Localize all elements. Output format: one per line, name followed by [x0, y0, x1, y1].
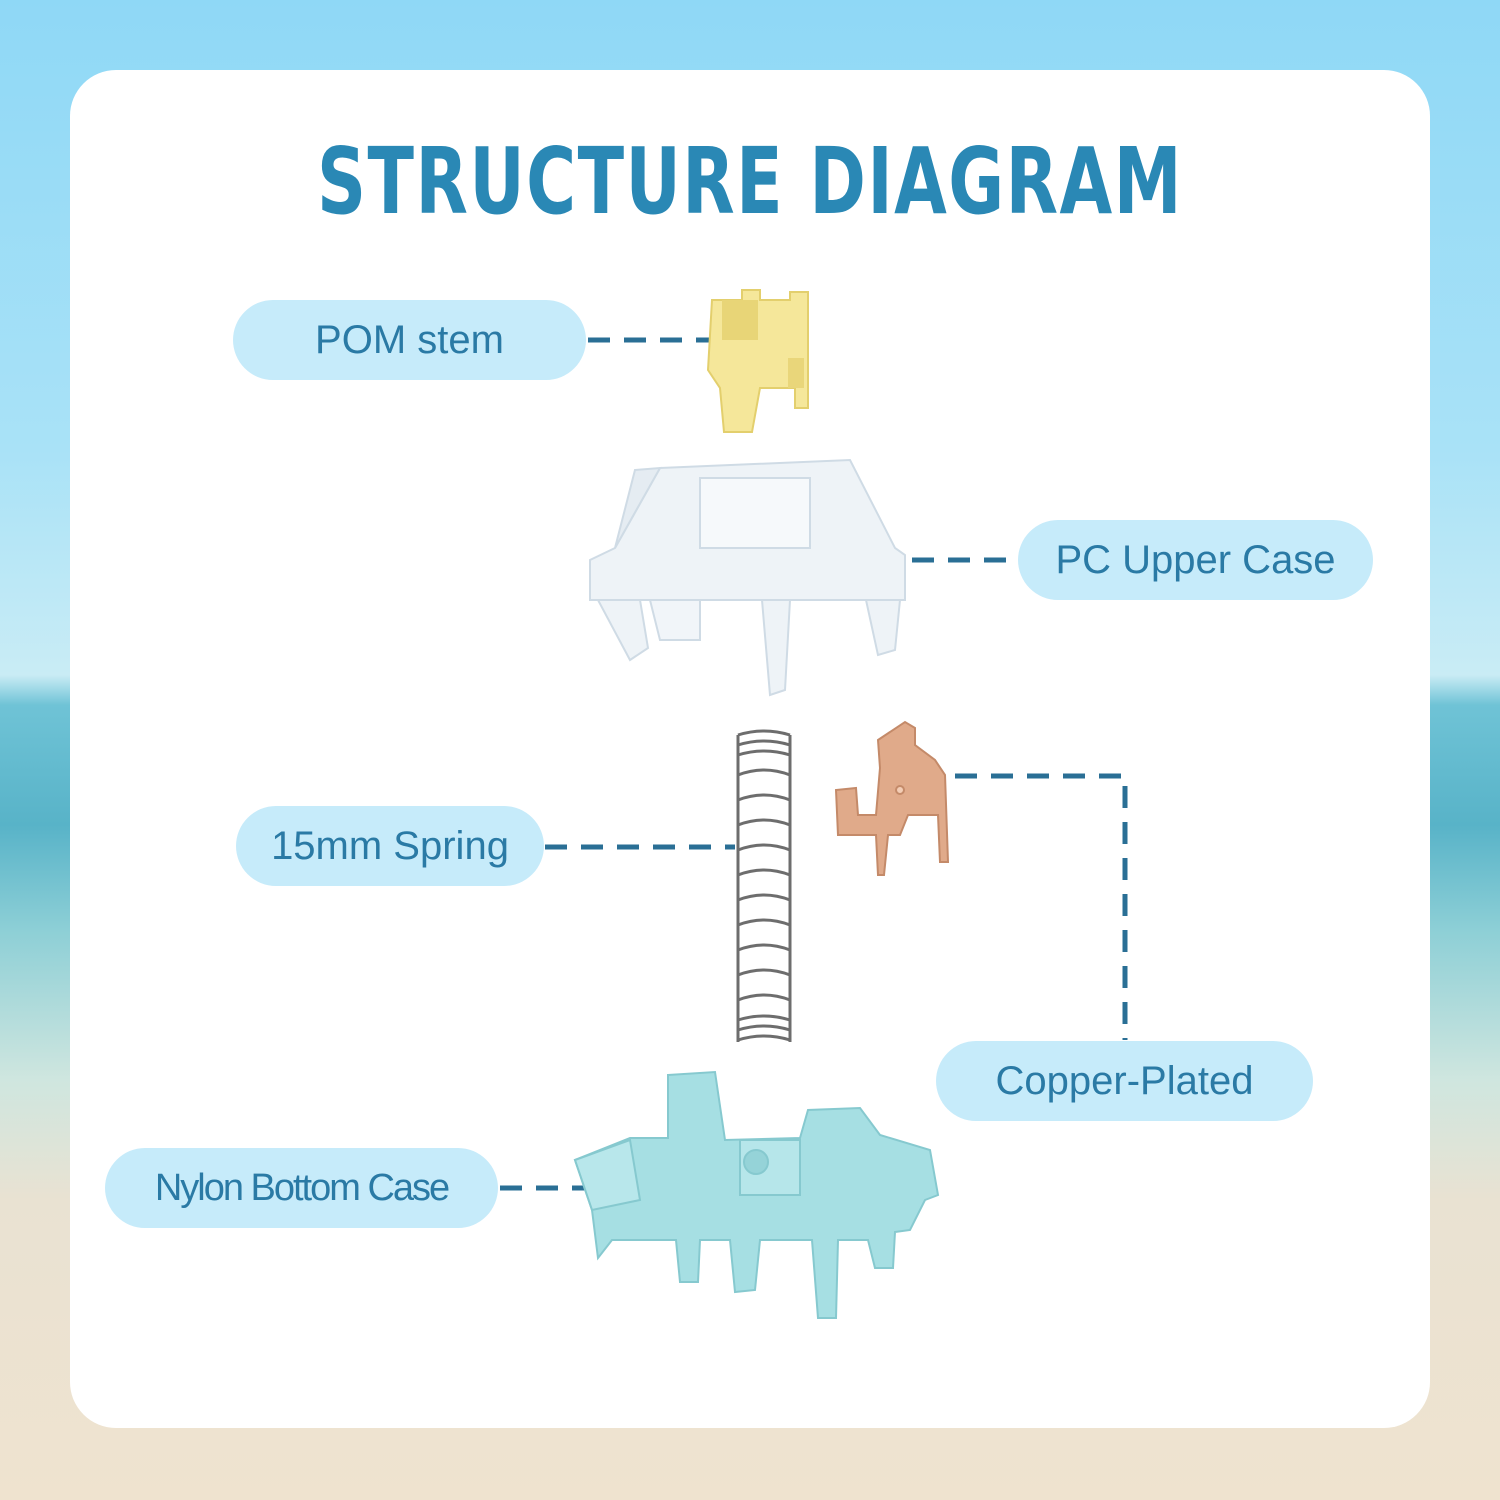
spring-part	[736, 729, 792, 1042]
spring-label: 15mm Spring	[236, 806, 544, 886]
diagram-title: STRUCTURE DIAGRAM	[317, 128, 1183, 235]
copper-leaf-part	[834, 720, 950, 876]
copper-leader	[955, 773, 1128, 1040]
pom-stem-label-text: POM stem	[315, 317, 504, 362]
pom-stem-label: POM stem	[233, 300, 586, 380]
copper-plated-label: Copper-Plated	[936, 1041, 1313, 1121]
copper-plated-label-text: Copper-Plated	[995, 1058, 1254, 1103]
pom-stem-part	[706, 289, 809, 433]
pc-upper-case-label: PC Upper Case	[1018, 520, 1373, 600]
nylon-bottom-case-label: Nylon Bottom Case	[105, 1148, 498, 1228]
pc-upper-case-part	[589, 458, 906, 697]
spring-label-text: 15mm Spring	[271, 823, 509, 868]
nylon-bottom-case-part	[573, 1070, 940, 1319]
pc-upper-case-label-text: PC Upper Case	[1055, 537, 1336, 582]
nylon-bottom-case-label-text: Nylon Bottom Case	[154, 1166, 450, 1209]
